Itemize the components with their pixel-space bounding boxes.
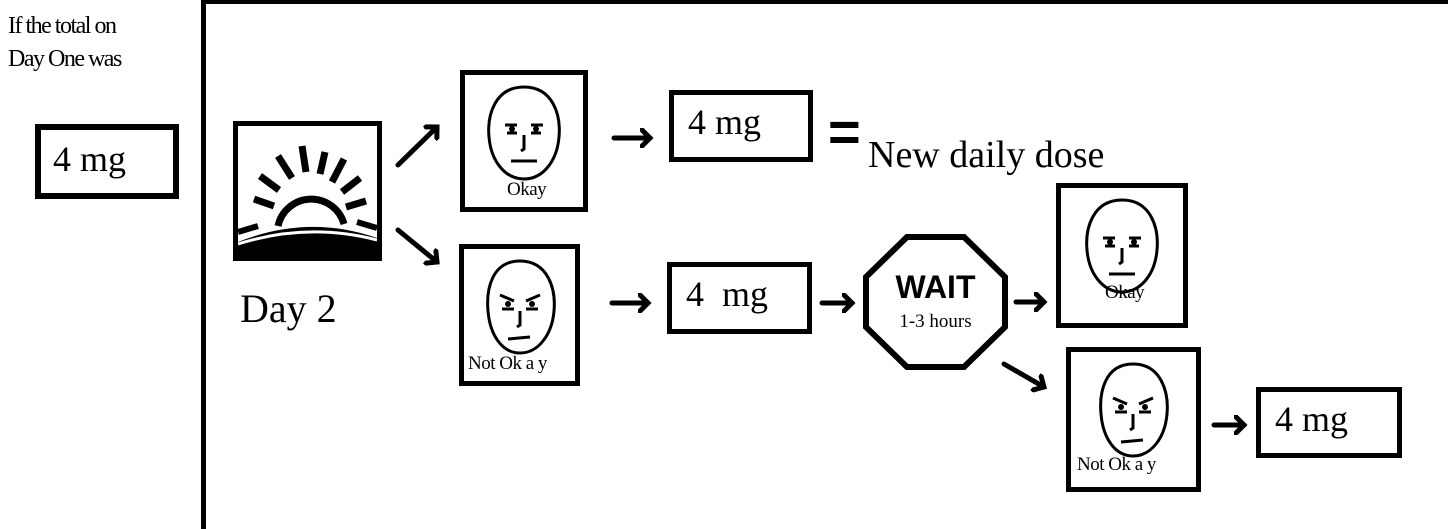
after-wait-okay-label: Okay — [1105, 282, 1145, 303]
top-border-line — [203, 0, 1448, 4]
not-okay-face-label: Not Ok a y — [468, 353, 547, 374]
neutral-face-icon — [1085, 198, 1159, 294]
stop-sign-icon — [863, 234, 1008, 370]
day-2-label: Day 2 — [240, 286, 337, 331]
after-wait-okay-face-box: Okay — [1056, 183, 1188, 328]
sunrise-icon — [237, 145, 378, 256]
not-okay-dose-box: 4 mg — [667, 262, 812, 334]
intro-line-2: Day One was — [8, 46, 122, 72]
arrow-icon — [395, 227, 437, 262]
day-2-sun-box — [233, 121, 382, 261]
final-dose-box: 4 mg — [1256, 387, 1402, 458]
new-daily-dose-label: New daily dose — [868, 134, 1105, 176]
okay-dose-box: 4 mg — [669, 90, 813, 162]
equals-sign: = — [828, 100, 861, 163]
okay-dose: 4 mg — [688, 102, 762, 142]
not-okay-dose: 4 mg — [686, 274, 769, 314]
left-divider-line — [201, 0, 206, 529]
wait-stop-sign: WAIT 1-3 hours — [862, 233, 1009, 371]
day-one-dose-box: 4 mg — [35, 124, 179, 199]
intro-line-1: If the total on — [8, 13, 117, 39]
arrow-icon — [395, 127, 437, 168]
wait-title: WAIT — [895, 269, 976, 305]
not-okay-face-box: Not Ok a y — [459, 244, 580, 386]
intro-text: If the total on Day One was — [8, 10, 122, 76]
wait-duration: 1-3 hours — [899, 311, 972, 332]
day-one-dose: 4 mg — [53, 139, 127, 179]
sad-face-icon — [486, 259, 556, 355]
arrow-icon — [1001, 361, 1044, 387]
okay-face-label: Okay — [507, 179, 547, 200]
final-dose: 4 mg — [1275, 399, 1349, 439]
sad-face-icon — [1099, 362, 1169, 458]
okay-face-box: Okay — [460, 70, 588, 212]
after-wait-not-okay-face-box: Not Ok a y — [1066, 347, 1201, 492]
neutral-face-icon — [487, 85, 561, 181]
after-wait-not-okay-label: Not Ok a y — [1077, 454, 1156, 475]
